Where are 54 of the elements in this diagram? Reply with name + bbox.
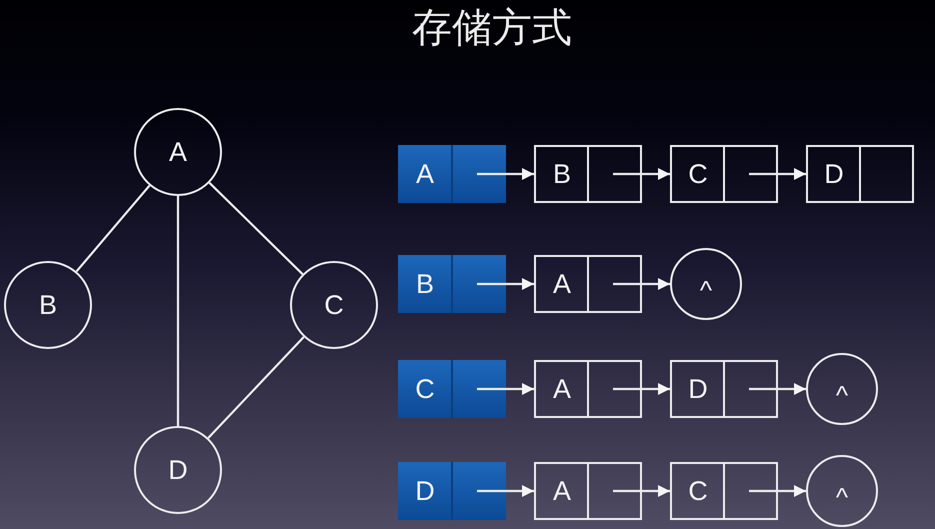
null-symbol: ^ [700, 277, 712, 303]
vertex-circle [134, 108, 222, 196]
head-node [398, 360, 506, 418]
list-node [534, 360, 642, 418]
node-label: D [687, 376, 709, 402]
arrow [477, 383, 534, 395]
arrow [749, 485, 806, 497]
node-label: B [414, 270, 435, 298]
node-label: C [414, 376, 436, 402]
list-node [806, 145, 914, 203]
node-label: A [552, 376, 572, 402]
list-node [670, 462, 778, 520]
head-node [398, 462, 506, 520]
edge-line [76, 184, 150, 272]
list-node [670, 145, 778, 203]
list-node [534, 255, 642, 313]
arrow [613, 168, 670, 180]
list-node [534, 145, 642, 203]
null-symbol: ^ [836, 382, 848, 408]
head-node [398, 255, 506, 313]
node-label: C [687, 478, 709, 504]
node-label: D [414, 478, 436, 504]
node-label: A [552, 270, 572, 298]
edge-line [208, 182, 304, 275]
vertex-label: D [168, 456, 188, 484]
edge-line [176, 196, 180, 426]
null-symbol: ^ [836, 484, 848, 510]
null-circle [806, 353, 878, 425]
list-node [670, 360, 778, 418]
vertex-circle [290, 261, 378, 349]
head-node [398, 145, 506, 203]
arrow [613, 278, 670, 290]
vertex-label: A [168, 138, 187, 166]
node-label: A [552, 478, 572, 504]
vertex-label: B [38, 292, 57, 318]
null-circle [806, 455, 878, 527]
list-node [534, 462, 642, 520]
vertex-label: C [324, 292, 344, 318]
arrow [477, 168, 534, 180]
arrow [749, 168, 806, 180]
node-label: B [552, 160, 572, 188]
node-label: A [414, 160, 435, 188]
arrow [613, 485, 670, 497]
arrow [477, 485, 534, 497]
null-circle [670, 248, 742, 320]
arrow [749, 383, 806, 395]
node-label: C [687, 160, 709, 188]
edge-line [207, 336, 305, 439]
node-label: D [823, 160, 845, 188]
vertex-circle [4, 261, 92, 349]
arrow [477, 278, 534, 290]
slide-title: 存储方式 [412, 5, 572, 52]
arrow [613, 383, 670, 395]
vertex-circle [134, 426, 222, 514]
